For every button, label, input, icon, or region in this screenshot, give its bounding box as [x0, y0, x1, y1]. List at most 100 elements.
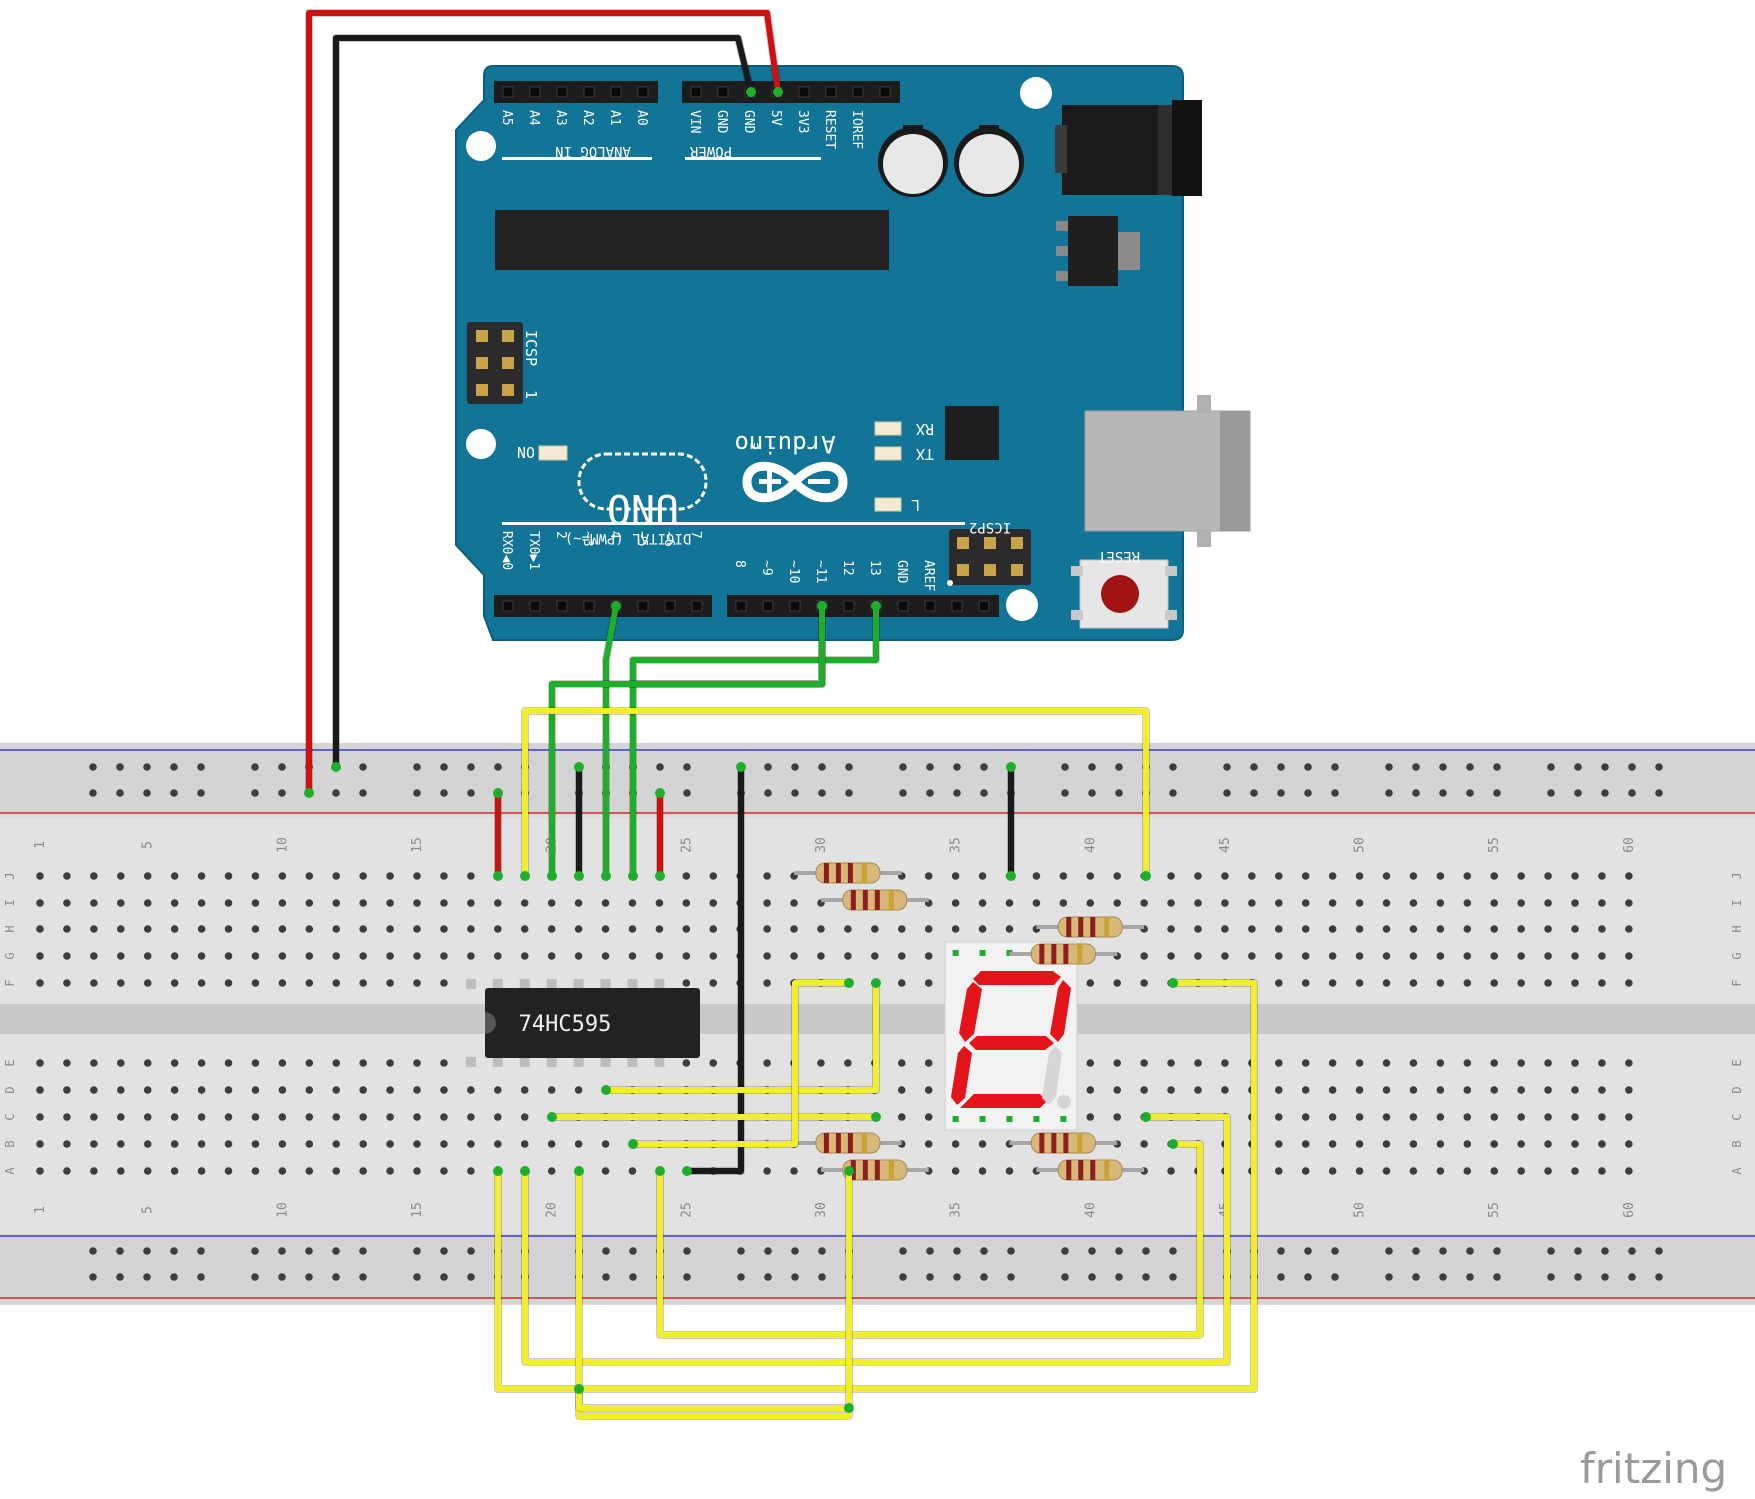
- breadboard-hole: [1221, 1086, 1229, 1094]
- breadboard-hole: [143, 1059, 152, 1067]
- row-letter: F: [1730, 979, 1744, 986]
- breadboard-hole: [224, 952, 233, 960]
- row-letter: E: [3, 1059, 17, 1066]
- pin-label: 3V3: [795, 110, 810, 133]
- breadboard-hole: [1463, 1059, 1472, 1067]
- breadboard-hole: [897, 952, 906, 960]
- reset-button[interactable]: RESET: [1071, 548, 1177, 629]
- breadboard-hole: [924, 1140, 933, 1148]
- power-rail-hole: [143, 1247, 151, 1255]
- breadboard-hole: [116, 872, 125, 880]
- power-rail-hole: [1466, 789, 1474, 797]
- column-number: 40: [1083, 1202, 1098, 1218]
- breadboard-hole: [1194, 899, 1202, 907]
- breadboard-hole: [1436, 979, 1445, 987]
- breadboard-hole: [90, 1086, 98, 1094]
- breadboard-hole: [467, 952, 475, 960]
- column-number: 60: [1622, 1202, 1637, 1218]
- breadboard-hole: [871, 925, 879, 933]
- power-rail-hole: [467, 763, 475, 771]
- chip-pin: [654, 1057, 665, 1067]
- breadboard-hole: [1328, 1059, 1337, 1067]
- breadboard-hole: [628, 952, 637, 960]
- breadboard-hole: [1382, 872, 1391, 880]
- digital-pin-pin: [843, 600, 855, 612]
- breadboard-hole: [1140, 979, 1148, 987]
- pin-label: IOREF: [849, 110, 864, 149]
- resistor-8-band: [1066, 1160, 1072, 1180]
- breadboard-hole: [1355, 1113, 1364, 1121]
- breadboard-hole: [1248, 952, 1256, 960]
- breadboard-hole: [305, 979, 314, 987]
- breadboard-hole: [951, 1140, 960, 1148]
- breadboard-hole: [924, 925, 933, 933]
- breadboard-hole: [682, 925, 691, 933]
- breadboard-hole: [332, 952, 341, 960]
- breadboard-hole: [197, 925, 206, 933]
- breadboard-hole: [1248, 925, 1256, 933]
- power-pin-pin: [825, 86, 837, 98]
- icsp-pin: [476, 357, 488, 369]
- breadboard-hole: [1598, 899, 1606, 907]
- breadboard-hole: [332, 1086, 341, 1094]
- breadboard-hole: [413, 925, 421, 933]
- power-rail-hole: [440, 1247, 448, 1255]
- power-rail-hole: [1115, 789, 1123, 797]
- pin-label: RESET: [822, 110, 837, 149]
- breadboard-hole: [1517, 1113, 1525, 1121]
- breadboard-hole: [278, 872, 287, 880]
- breadboard-hole: [924, 952, 933, 960]
- chip-pin: [546, 979, 557, 989]
- row-letter: G: [1730, 952, 1744, 959]
- power-rail-hole: [818, 789, 826, 797]
- pin-label: ~9: [759, 560, 774, 576]
- breadboard-hole: [1274, 899, 1283, 907]
- breadboard-hole: [1571, 925, 1579, 933]
- wire-vcc-jumper-end: [493, 871, 503, 881]
- breadboard-hole: [1544, 925, 1552, 933]
- breadboard-hole: [305, 1167, 314, 1175]
- breadboard-hole: [1625, 1140, 1633, 1148]
- seven-segment-display: [944, 941, 1078, 1131]
- breadboard-hole: [1490, 1140, 1499, 1148]
- breadboard-hole: [278, 1059, 287, 1067]
- wire-seg-5-end: [1141, 1112, 1151, 1122]
- breadboard-hole: [90, 872, 98, 880]
- power-rail-hole: [116, 1273, 124, 1281]
- breadboard-hole: [1436, 872, 1445, 880]
- breadboard-hole: [1436, 1086, 1445, 1094]
- breadboard-hole: [817, 925, 825, 933]
- power-rail-hole: [305, 1247, 313, 1255]
- breadboard-hole: [278, 1167, 287, 1175]
- breadboard-hole: [924, 1059, 933, 1067]
- power-rail-hole: [1331, 763, 1339, 771]
- breadboard-hole: [1301, 1059, 1310, 1067]
- power-rail-hole: [1412, 1273, 1420, 1281]
- row-letter: I: [1730, 899, 1744, 906]
- breadboard-hole: [386, 1086, 394, 1094]
- power-rail-hole: [359, 763, 367, 771]
- breadboard-hole: [1221, 1059, 1229, 1067]
- breadboard-hole: [440, 979, 448, 987]
- led-on-label: ON: [517, 443, 535, 461]
- breadboard-hole: [763, 979, 771, 987]
- breadboard-hole: [36, 1059, 44, 1067]
- breadboard-hole: [305, 1113, 314, 1121]
- breadboard-hole: [763, 925, 771, 933]
- power-rail-hole: [170, 789, 178, 797]
- breadboard-hole: [440, 872, 448, 880]
- power-rail-hole: [953, 789, 961, 797]
- power-rail-hole: [1466, 1247, 1474, 1255]
- breadboard-hole: [36, 1167, 44, 1175]
- row-letter: C: [1730, 1113, 1744, 1120]
- breadboard-hole: [413, 1113, 421, 1121]
- breadboard-hole: [90, 1059, 98, 1067]
- resistor-7-band: [1039, 1133, 1045, 1153]
- power-rail-hole: [1466, 763, 1474, 771]
- breadboard-hole: [251, 899, 260, 907]
- breadboard-hole: [1598, 952, 1606, 960]
- wire-seg-6-end: [655, 1166, 665, 1176]
- breadboard-hole: [520, 899, 529, 907]
- power-rail-hole: [1331, 1247, 1339, 1255]
- wire-seg-7b: [576, 1386, 852, 1411]
